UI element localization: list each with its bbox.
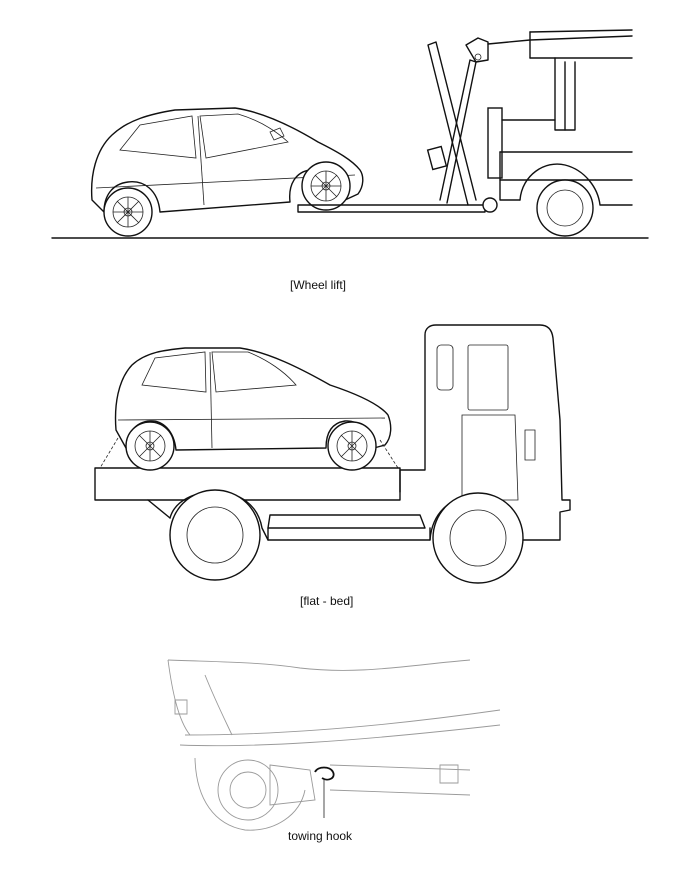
towing-hook-illustration (167, 659, 501, 831)
flat-bed-truck (94, 324, 571, 584)
towing-hook-label: towing hook (288, 829, 353, 843)
wheel-lift-arm (297, 37, 498, 213)
flat-bed-caption: [flat - bed] (300, 594, 354, 608)
towed-car (90, 107, 364, 237)
tow-truck (487, 29, 633, 237)
wheel-lift-illustration (51, 29, 649, 239)
car-on-flat-bed (99, 347, 399, 471)
flat-bed-illustration (94, 324, 571, 584)
towing-hook-icon (314, 766, 335, 781)
wheel-lift-caption: [Wheel lift] (290, 278, 347, 292)
